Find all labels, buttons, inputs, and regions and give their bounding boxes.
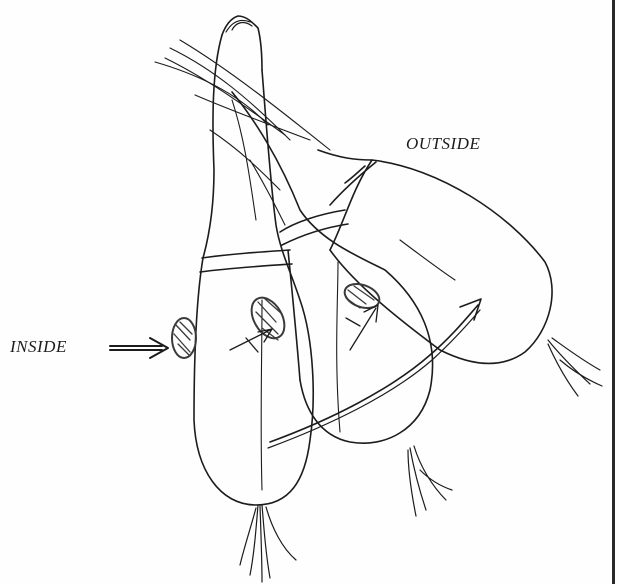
- inside-label: INSIDE: [10, 337, 67, 357]
- hatched-marks: [172, 280, 383, 358]
- outer-pouch: [318, 150, 552, 364]
- inside-arrow: [110, 338, 168, 358]
- bottom-tassels: [240, 338, 602, 582]
- outside-label: OUTSIDE: [406, 134, 480, 154]
- middle-pouch: [232, 92, 433, 443]
- thread-bundle: [155, 40, 330, 225]
